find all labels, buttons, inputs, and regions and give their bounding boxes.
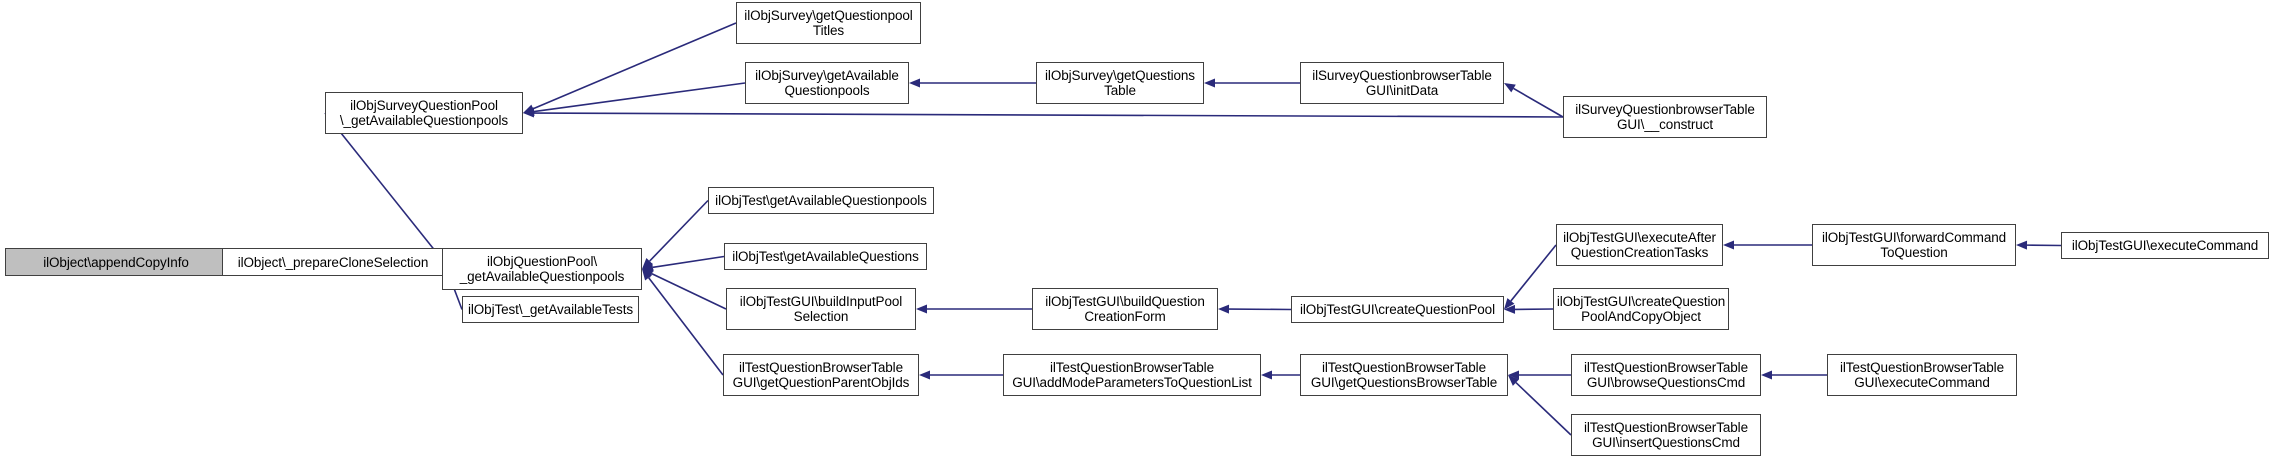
edge-arrowhead — [1508, 375, 1520, 386]
graph-node[interactable]: ilObjTestGUI\executeCommand — [2061, 232, 2269, 259]
graph-node[interactable]: ilObjTest\_getAvailableTests — [462, 296, 639, 323]
graph-node[interactable]: ilObjTestGUI\executeAfter QuestionCreati… — [1556, 224, 1723, 266]
edge-line — [1513, 87, 1564, 118]
edge-arrowhead — [642, 257, 653, 269]
graph-node[interactable]: ilSurveyQuestionbrowserTable GUI\initDat… — [1300, 62, 1504, 104]
edge-line — [648, 277, 724, 376]
graph-node[interactable]: ilTestQuestionBrowserTable GUI\getQuesti… — [1300, 354, 1508, 396]
edge-line — [1515, 382, 1572, 436]
edge-arrowhead — [1504, 83, 1516, 93]
edge-arrowhead — [1204, 78, 1215, 88]
edge-line — [533, 82, 746, 113]
edge-arrowhead — [1504, 298, 1515, 310]
graph-node[interactable]: ilObject\appendCopyInfo — [5, 248, 227, 276]
edge-line — [651, 273, 727, 310]
graph-node[interactable]: ilTestQuestionBrowserTable GUI\executeCo… — [1827, 354, 2017, 396]
graph-node[interactable]: ilObjSurvey\getQuestions Table — [1036, 62, 1204, 104]
graph-node[interactable]: ilObjSurvey\getAvailable Questionpools — [745, 62, 909, 104]
graph-node[interactable]: ilObject\_prepareCloneSelection — [222, 248, 444, 276]
edge-line — [533, 112, 1564, 118]
graph-node[interactable]: ilTestQuestionBrowserTable GUI\browseQue… — [1571, 354, 1761, 396]
graph-node[interactable]: ilObjSurvey\getQuestionpool Titles — [736, 2, 921, 44]
graph-node[interactable]: ilObjSurveyQuestionPool \_getAvailableQu… — [325, 92, 523, 134]
edge-arrowhead — [523, 104, 535, 113]
graph-node[interactable]: ilTestQuestionBrowserTable GUI\addModePa… — [1003, 354, 1261, 396]
graph-node[interactable]: ilObjTestGUI\buildInputPool Selection — [726, 288, 916, 330]
graph-node[interactable]: ilSurveyQuestionbrowserTable GUI\__const… — [1563, 96, 1767, 138]
edge-line — [1510, 244, 1557, 302]
edge-arrowhead — [909, 78, 920, 88]
edge-arrowhead — [1261, 370, 1272, 380]
edge-line — [324, 112, 438, 254]
edge-line — [649, 199, 709, 262]
edge-arrowhead — [523, 108, 535, 118]
edge-arrowhead — [919, 370, 930, 380]
graph-node[interactable]: ilObjTest\getAvailableQuestionpools — [708, 187, 934, 214]
edge-arrowhead — [1508, 370, 1519, 380]
edge-arrowhead — [642, 269, 654, 278]
edge-arrowhead — [2016, 240, 2028, 250]
graph-node[interactable]: ilObjTestGUI\buildQuestion CreationForm — [1032, 288, 1218, 330]
graph-node[interactable]: ilObjTestGUI\forwardCommand ToQuestion — [1812, 224, 2016, 266]
edge-arrowhead — [1504, 304, 1516, 314]
edge-arrowhead — [1761, 370, 1772, 380]
edge-line — [652, 255, 725, 269]
edge-arrowhead — [1723, 240, 1734, 250]
edge-arrowhead — [523, 107, 535, 116]
edge-arrowhead — [1218, 304, 1230, 314]
graph-node[interactable]: ilTestQuestionBrowserTable GUI\insertQue… — [1571, 414, 1761, 456]
edge-arrowhead — [642, 262, 654, 272]
graph-node[interactable]: ilObjTestGUI\createQuestion PoolAndCopyO… — [1553, 288, 1729, 330]
graph-node[interactable]: ilObjTestGUI\createQuestionPool — [1291, 296, 1504, 323]
graph-node[interactable]: ilObjQuestionPool\ _getAvailableQuestion… — [442, 248, 642, 290]
edge-line — [532, 22, 737, 110]
graph-node[interactable]: ilTestQuestionBrowserTable GUI\getQuesti… — [723, 354, 919, 396]
edge-arrowhead — [642, 269, 653, 281]
graph-node[interactable]: ilObjTest\getAvailableQuestions — [724, 243, 927, 270]
edge-arrowhead — [916, 304, 927, 314]
